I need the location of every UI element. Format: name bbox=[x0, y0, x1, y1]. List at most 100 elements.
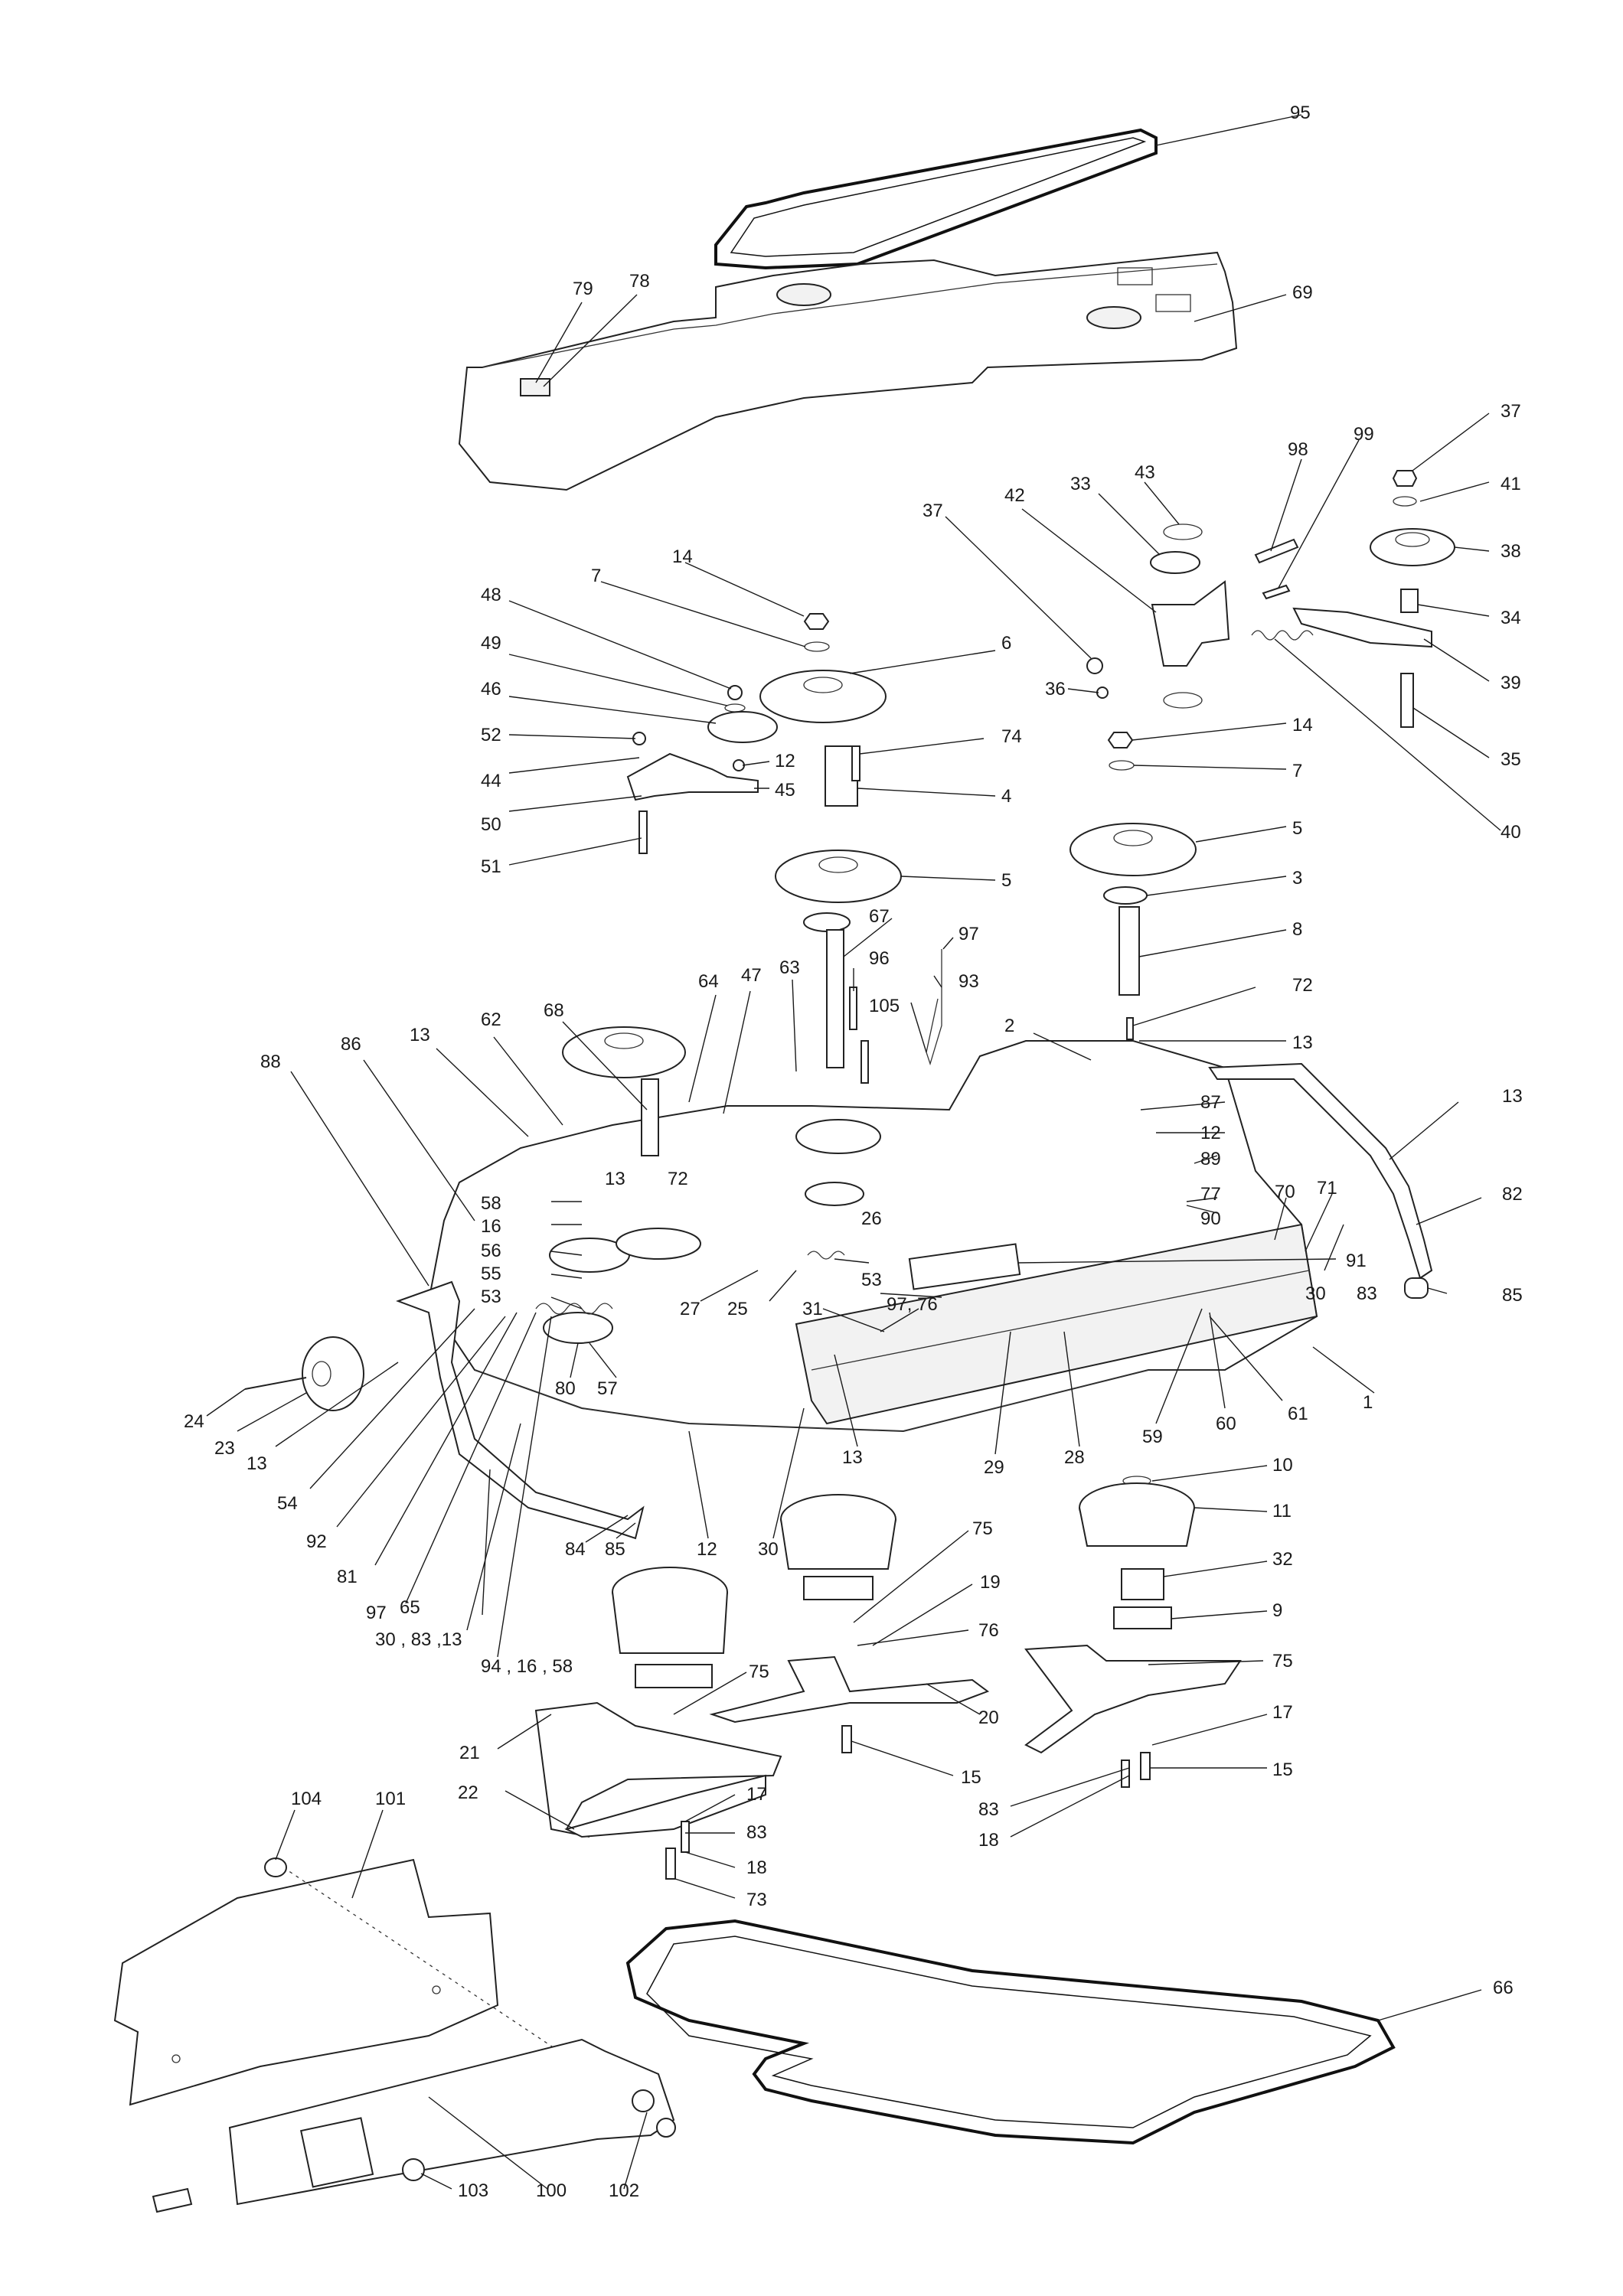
callout-39: 39 bbox=[1501, 673, 1521, 693]
cover-decal-slot-1 bbox=[1117, 267, 1153, 285]
callout-75a: 75 bbox=[972, 1518, 993, 1539]
callout-62: 62 bbox=[481, 1009, 501, 1030]
callout-42: 42 bbox=[1004, 485, 1025, 506]
washer-41 bbox=[1393, 496, 1417, 507]
callout-67: 67 bbox=[869, 906, 890, 927]
cover-decal-slot-2 bbox=[1155, 294, 1191, 312]
top-drive-belt-inner bbox=[730, 137, 1147, 257]
decal-91 bbox=[908, 1243, 1021, 1290]
bracket-100 bbox=[228, 2038, 675, 2206]
callout-1: 1 bbox=[1363, 1392, 1373, 1413]
pin-96b bbox=[860, 1040, 869, 1084]
callout-33: 33 bbox=[1070, 474, 1091, 494]
callout-83c: 83 bbox=[746, 1822, 767, 1843]
callout-80: 80 bbox=[555, 1378, 576, 1399]
spindle-cup-32 bbox=[1121, 1568, 1164, 1600]
key-74 bbox=[851, 745, 860, 781]
key-72a bbox=[1126, 1017, 1134, 1040]
callout-64: 64 bbox=[698, 971, 719, 992]
pulley-5b bbox=[1069, 823, 1197, 876]
callout-48: 48 bbox=[481, 585, 501, 605]
deck-top-cover bbox=[458, 251, 1238, 491]
deck-pulley-left-upper-hub bbox=[604, 1032, 644, 1049]
callout-91: 91 bbox=[1346, 1251, 1367, 1271]
callout-49: 49 bbox=[481, 633, 501, 654]
callout-6: 6 bbox=[1001, 633, 1011, 654]
callout-45: 45 bbox=[775, 780, 795, 801]
spindle-hub-left bbox=[635, 1664, 713, 1688]
nut-14a bbox=[803, 613, 830, 630]
spindle-housing-left-body bbox=[612, 1591, 728, 1654]
wheel-23 bbox=[302, 1336, 364, 1411]
callout-87: 87 bbox=[1200, 1092, 1221, 1113]
callout-53b: 53 bbox=[861, 1270, 882, 1290]
deck-spindle-housing-center-lower bbox=[805, 1182, 864, 1206]
callout-47: 47 bbox=[741, 965, 762, 986]
callout-22: 22 bbox=[458, 1782, 478, 1803]
callout-75c: 75 bbox=[749, 1662, 769, 1682]
deck-skirt-line bbox=[811, 1270, 1310, 1371]
nut-103 bbox=[402, 2158, 425, 2181]
callout-34: 34 bbox=[1501, 608, 1521, 628]
callout-28: 28 bbox=[1064, 1447, 1085, 1468]
callout-53a: 53 bbox=[481, 1287, 501, 1307]
callout-21: 21 bbox=[459, 1743, 480, 1763]
bolt-102a bbox=[632, 2089, 655, 2112]
pulley-5a-hub bbox=[818, 856, 858, 873]
callout-105: 105 bbox=[869, 996, 900, 1016]
bolt-18b bbox=[681, 1821, 690, 1853]
nut-14b bbox=[1107, 732, 1134, 748]
spring-40 bbox=[1251, 630, 1314, 641]
callout-52: 52 bbox=[481, 725, 501, 745]
callout-82: 82 bbox=[1502, 1184, 1523, 1205]
callout-29: 29 bbox=[984, 1457, 1004, 1478]
callout-72a: 72 bbox=[1292, 975, 1313, 996]
callout-19: 19 bbox=[980, 1572, 1001, 1593]
callout-99: 99 bbox=[1354, 424, 1374, 445]
deck-top-cover-top bbox=[482, 263, 1218, 368]
callout-61: 61 bbox=[1288, 1404, 1308, 1424]
pin-96 bbox=[849, 987, 857, 1030]
callout-4: 4 bbox=[1001, 786, 1011, 807]
callout-59: 59 bbox=[1142, 1427, 1163, 1447]
callout-38: 38 bbox=[1501, 541, 1521, 562]
callout-44: 44 bbox=[481, 771, 501, 791]
callout-17b: 17 bbox=[746, 1784, 767, 1805]
bolt-73 bbox=[665, 1848, 676, 1880]
callout-72b: 72 bbox=[668, 1169, 688, 1189]
callout-71: 71 bbox=[1317, 1178, 1337, 1199]
discharge-plate-101 bbox=[113, 1858, 499, 2106]
pin-98 bbox=[1254, 538, 1299, 564]
callout-46: 46 bbox=[481, 679, 501, 700]
deck-rim-front bbox=[474, 1369, 1225, 1432]
spacer-34 bbox=[1400, 589, 1419, 613]
callout-104: 104 bbox=[291, 1789, 322, 1809]
callout-23: 23 bbox=[214, 1438, 235, 1459]
callout-92: 92 bbox=[306, 1531, 327, 1552]
cover-port-right bbox=[1086, 306, 1141, 329]
callout-83a: 83 bbox=[1357, 1283, 1377, 1304]
callout-16a: 16 bbox=[481, 1216, 501, 1237]
callout-77: 77 bbox=[1200, 1184, 1221, 1205]
callout-73: 73 bbox=[746, 1890, 767, 1910]
callout-65: 65 bbox=[400, 1597, 420, 1618]
cap-85a bbox=[1404, 1277, 1429, 1299]
callout-81: 81 bbox=[337, 1567, 358, 1587]
snap-ring-lower bbox=[1163, 692, 1203, 709]
callout-12b: 12 bbox=[1200, 1123, 1221, 1143]
plate-hole-2 bbox=[432, 1985, 441, 1994]
washer-7a bbox=[804, 641, 830, 652]
callout-9: 9 bbox=[1272, 1600, 1282, 1621]
callout-31: 31 bbox=[802, 1299, 823, 1319]
callout-13c: 13 bbox=[1502, 1086, 1523, 1107]
callout-60: 60 bbox=[1216, 1414, 1236, 1434]
callout-63: 63 bbox=[779, 957, 800, 978]
callout-55: 55 bbox=[481, 1264, 501, 1284]
callout-30a: 30 bbox=[1305, 1283, 1326, 1304]
callout-40: 40 bbox=[1501, 822, 1521, 843]
callout-3: 3 bbox=[1292, 868, 1302, 889]
callout-98: 98 bbox=[1288, 439, 1308, 460]
front-rail-88 bbox=[396, 1280, 645, 1540]
deck-skirt bbox=[795, 1223, 1318, 1425]
